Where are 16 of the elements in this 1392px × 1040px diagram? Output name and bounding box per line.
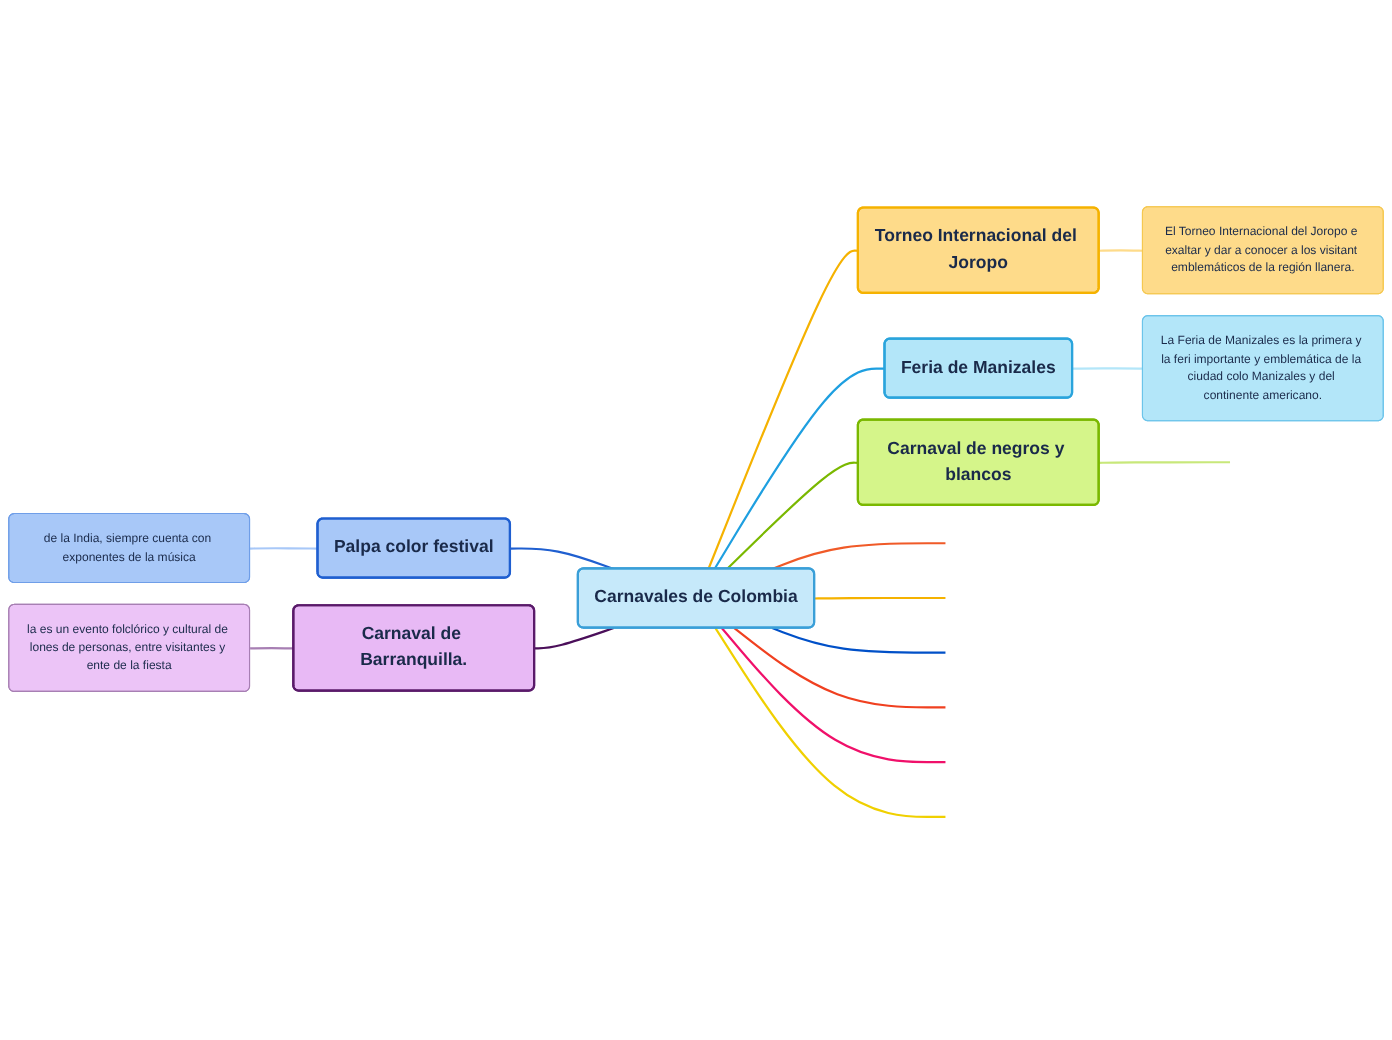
- connector-line: [707, 249, 859, 570]
- connector-line: [534, 627, 615, 650]
- connector-line: [771, 542, 946, 570]
- connector-line: [1099, 249, 1144, 252]
- connector-line: [1099, 461, 1230, 464]
- connector-line: [1072, 367, 1144, 370]
- connector-line: [713, 367, 886, 570]
- connector-line: [720, 627, 946, 764]
- connector-line: [250, 547, 319, 550]
- connector-line: [771, 627, 946, 654]
- connector-line: [726, 461, 859, 570]
- connector-line: [714, 627, 946, 818]
- connector-line: [733, 627, 946, 709]
- connector-line: [510, 547, 615, 570]
- connector-line: [814, 596, 946, 600]
- connector-line: [250, 647, 294, 650]
